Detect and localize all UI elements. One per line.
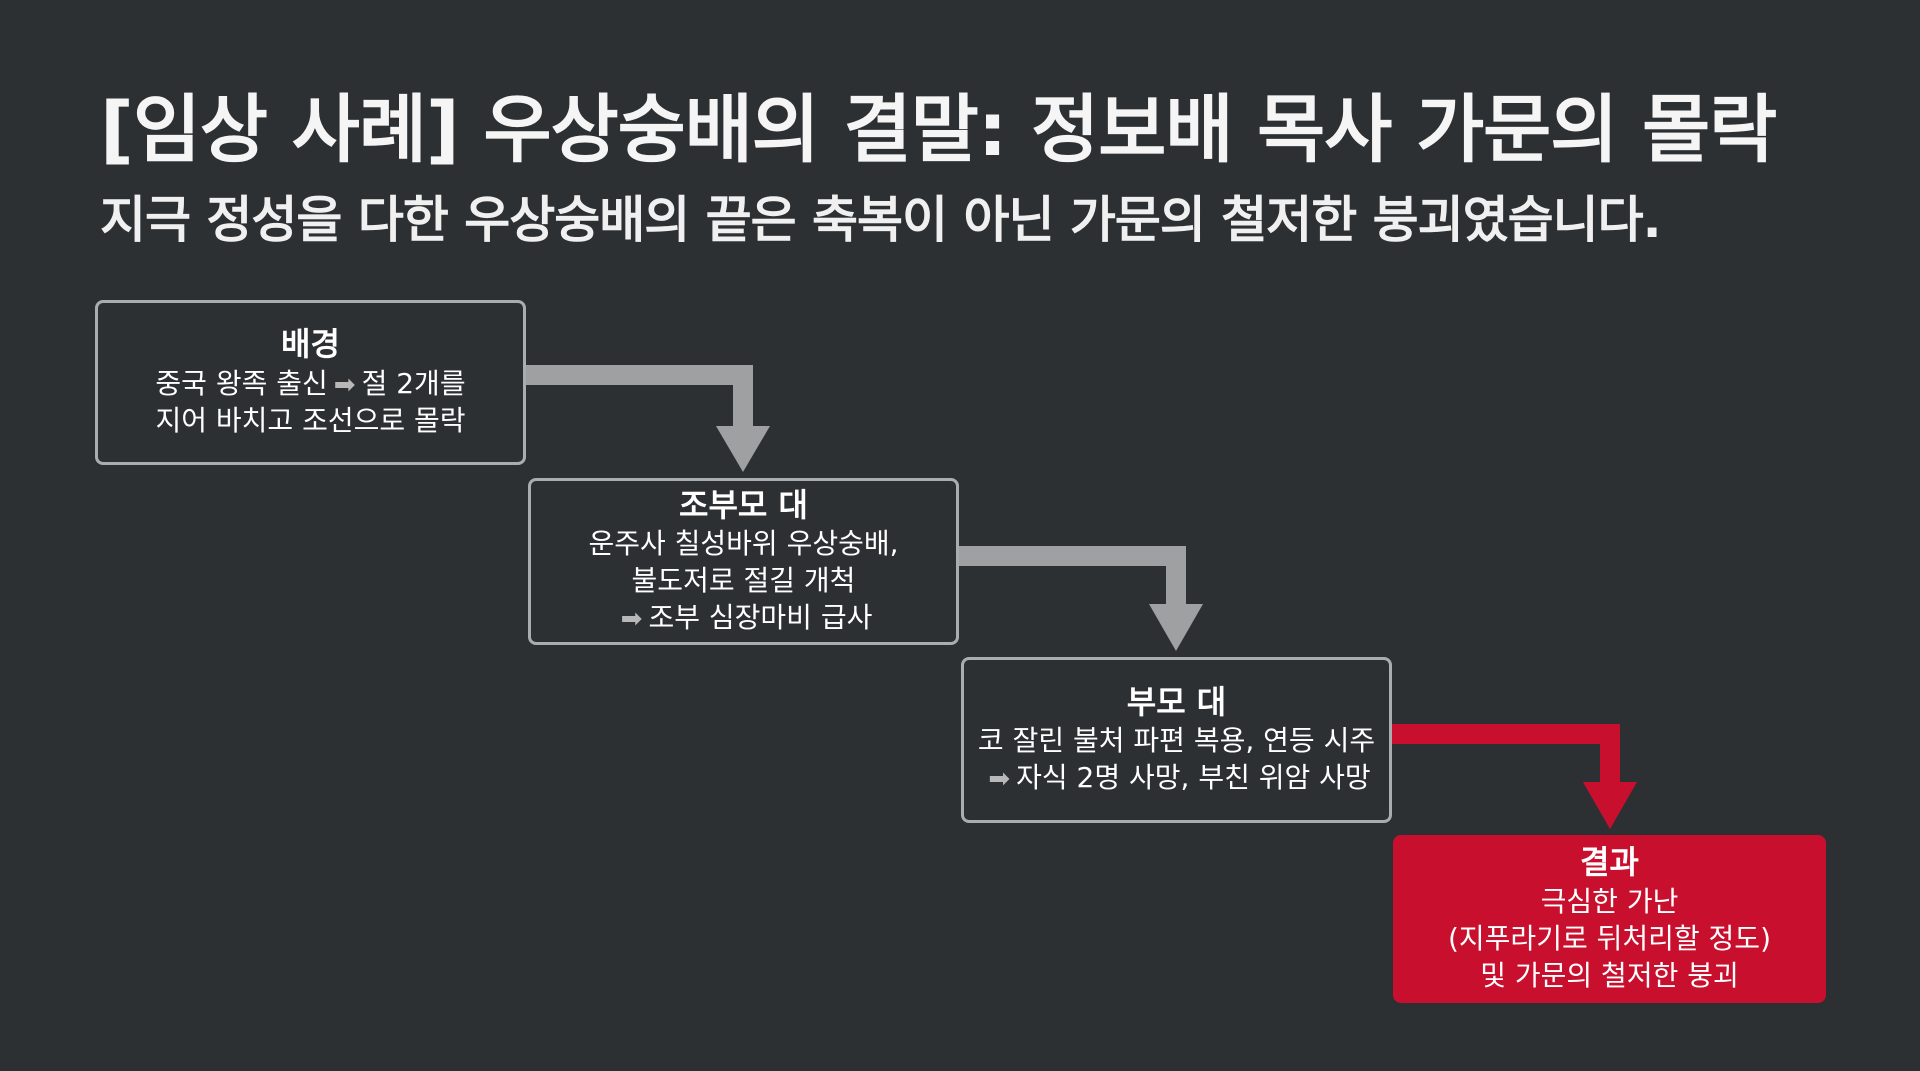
step-background-line-1: 중국 왕족 출신➡절 2개를: [155, 366, 465, 403]
step-parents-box: 부모 대 코 잘린 불처 파편 복용, 연등 시주 ➡자식 2명 사망, 부친 …: [961, 657, 1392, 823]
step-parents-outcome: 자식 2명 사망, 부친 위암 사망: [1016, 761, 1371, 795]
step-background-line-2: 지어 바치고 조선으로 몰락: [155, 403, 466, 437]
result-line-3: 및 가문의 철저한 붕괴: [1480, 958, 1739, 992]
right-arrow-icon: ➡: [333, 369, 356, 400]
step-parents-title: 부모 대: [1126, 682, 1227, 721]
step-grandparents-box: 조부모 대 운주사 칠성바위 우상숭배, 불도저로 절길 개척 ➡조부 심장마비…: [528, 478, 959, 645]
result-line-2: (지푸라기로 뒤처리할 정도): [1447, 921, 1771, 955]
page-subtitle: 지극 정성을 다한 우상숭배의 끝은 축복이 아닌 가문의 철저한 붕괴였습니다…: [100, 191, 1662, 249]
step-grandparents-line-1: 운주사 칠성바위 우상숭배,: [588, 527, 899, 561]
right-arrow-icon: ➡: [988, 764, 1011, 795]
step-grandparents-outcome: 조부 심장마비 급사: [648, 601, 873, 635]
step-background-temples: 절 2개를: [361, 366, 466, 400]
right-arrow-icon: ➡: [620, 604, 643, 635]
arrowhead-grandparents: [716, 426, 770, 472]
step-grandparents-line-2: 불도저로 절길 개척: [631, 564, 856, 598]
result-title: 결과: [1580, 843, 1639, 882]
step-background-box: 배경 중국 왕족 출신➡절 2개를 지어 바치고 조선으로 몰락: [95, 300, 526, 465]
result-box: 결과 극심한 가난 (지푸라기로 뒤처리할 정도) 및 가문의 철저한 붕괴: [1393, 835, 1826, 1003]
result-line-1: 극심한 가난: [1540, 884, 1679, 918]
step-parents-line-1: 코 잘린 불처 파편 복용, 연등 시주: [977, 724, 1376, 758]
step-parents-line-2: ➡자식 2명 사망, 부친 위암 사망: [982, 760, 1370, 797]
page-title: [임상 사례] 우상숭배의 결말: 정보배 목사 가문의 몰락: [100, 87, 1777, 173]
step-grandparents-line-3: ➡조부 심장마비 급사: [615, 600, 873, 637]
arrowhead-parents: [1149, 604, 1203, 651]
step-background-title: 배경: [281, 325, 340, 364]
connector-grandparents-to-parents: [959, 546, 1186, 618]
step-grandparents-title: 조부모 대: [679, 485, 808, 524]
connector-background-to-grandparents: [526, 365, 753, 440]
step-background-origin: 중국 왕족 출신: [155, 366, 328, 400]
arrowhead-result: [1583, 782, 1637, 829]
connector-parents-to-result: [1392, 724, 1620, 796]
